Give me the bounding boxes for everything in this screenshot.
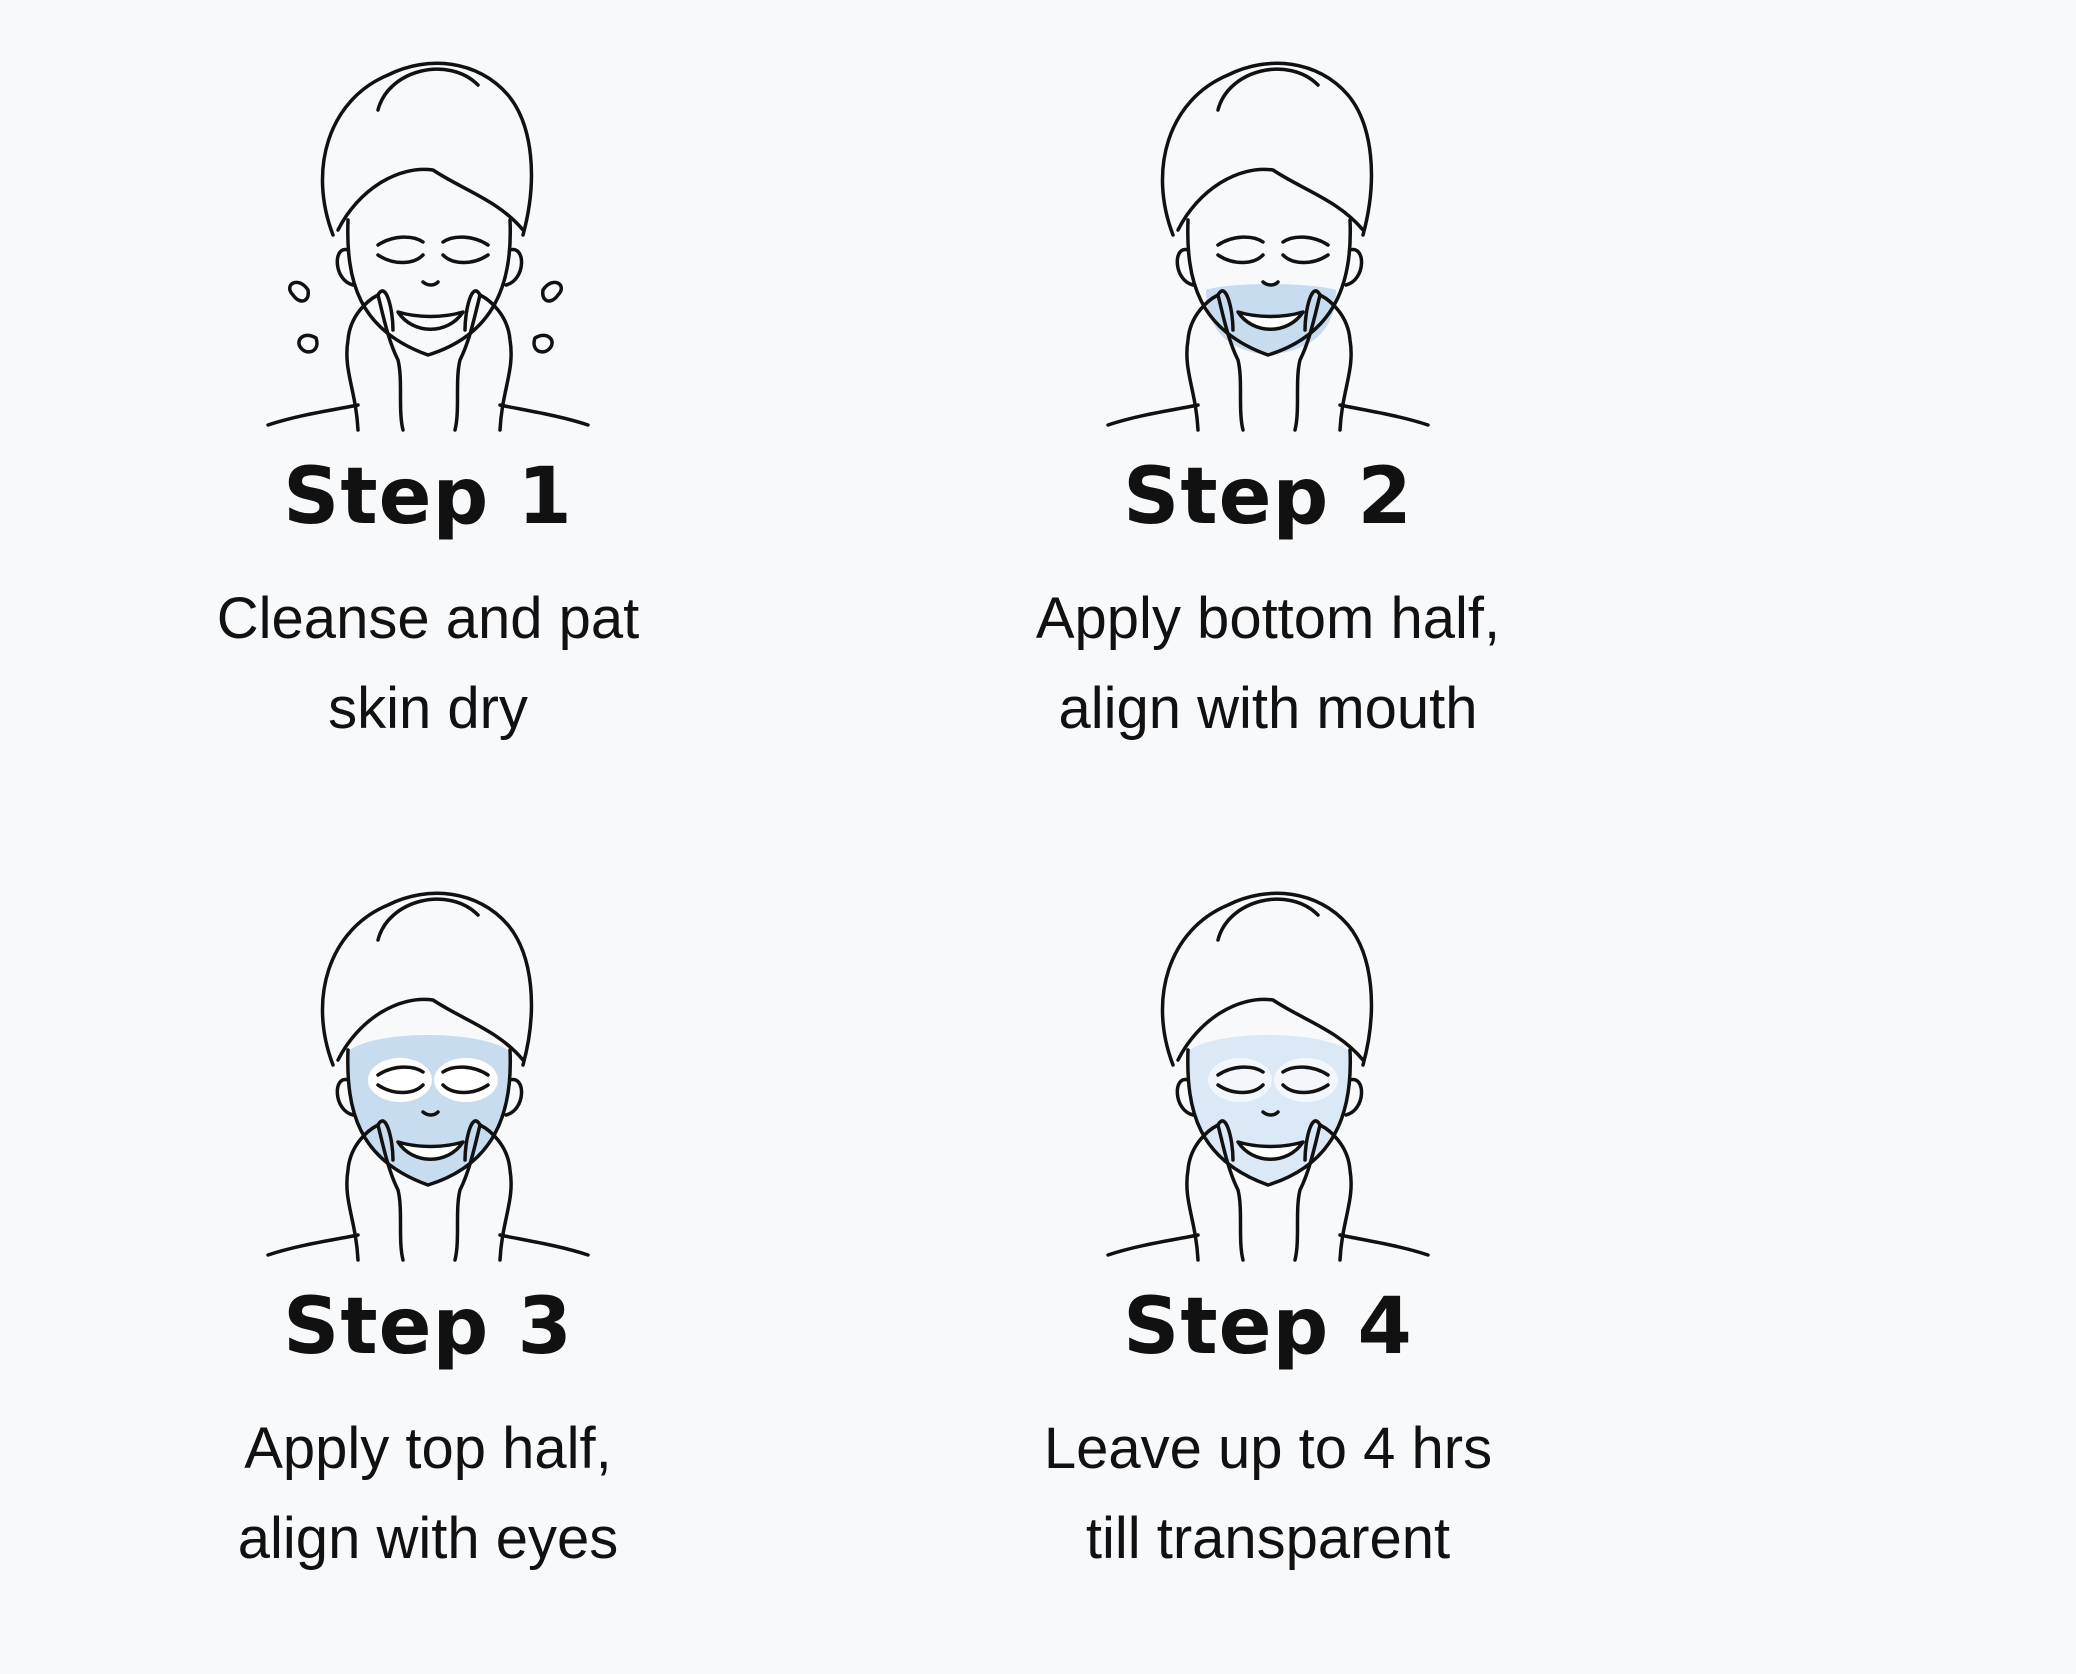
step-description: Apply bottom half, align with mouth	[918, 574, 1618, 754]
step-title: Step 3	[283, 1282, 573, 1372]
face-mask-bottom-icon	[1106, 61, 1430, 432]
step-description-line: Apply bottom half,	[1035, 586, 1501, 651]
face-mask-full-icon	[266, 891, 590, 1262]
step-description-line: till transparent	[1085, 1506, 1451, 1571]
step-2-card: Step 2 Apply bottom half, align with mou…	[918, 50, 1618, 754]
step-description: Leave up to 4 hrs till transparent	[918, 1404, 1618, 1584]
step-3-card: Step 3 Apply top half, align with eyes	[78, 880, 778, 1584]
step-title: Step 4	[1123, 1282, 1413, 1372]
step-description-line: align with mouth	[1058, 676, 1478, 741]
face-mask-transparent-icon	[1106, 891, 1430, 1262]
step-title: Step 2	[1123, 452, 1413, 542]
step-description-line: Apply top half,	[244, 1416, 612, 1481]
step-description: Cleanse and pat skin dry	[78, 574, 778, 754]
step-description-line: Leave up to 4 hrs	[1043, 1416, 1493, 1481]
step-description-line: Cleanse and pat	[216, 586, 640, 651]
face-cleansing-icon	[266, 61, 590, 432]
step-1-card: Step 1 Cleanse and pat skin dry	[78, 50, 778, 754]
step-description-line: skin dry	[328, 676, 528, 741]
step-description: Apply top half, align with eyes	[78, 1404, 778, 1584]
step-title: Step 1	[283, 452, 573, 542]
step-description-line: align with eyes	[237, 1506, 619, 1571]
step-4-card: Step 4 Leave up to 4 hrs till transparen…	[918, 880, 1618, 1584]
